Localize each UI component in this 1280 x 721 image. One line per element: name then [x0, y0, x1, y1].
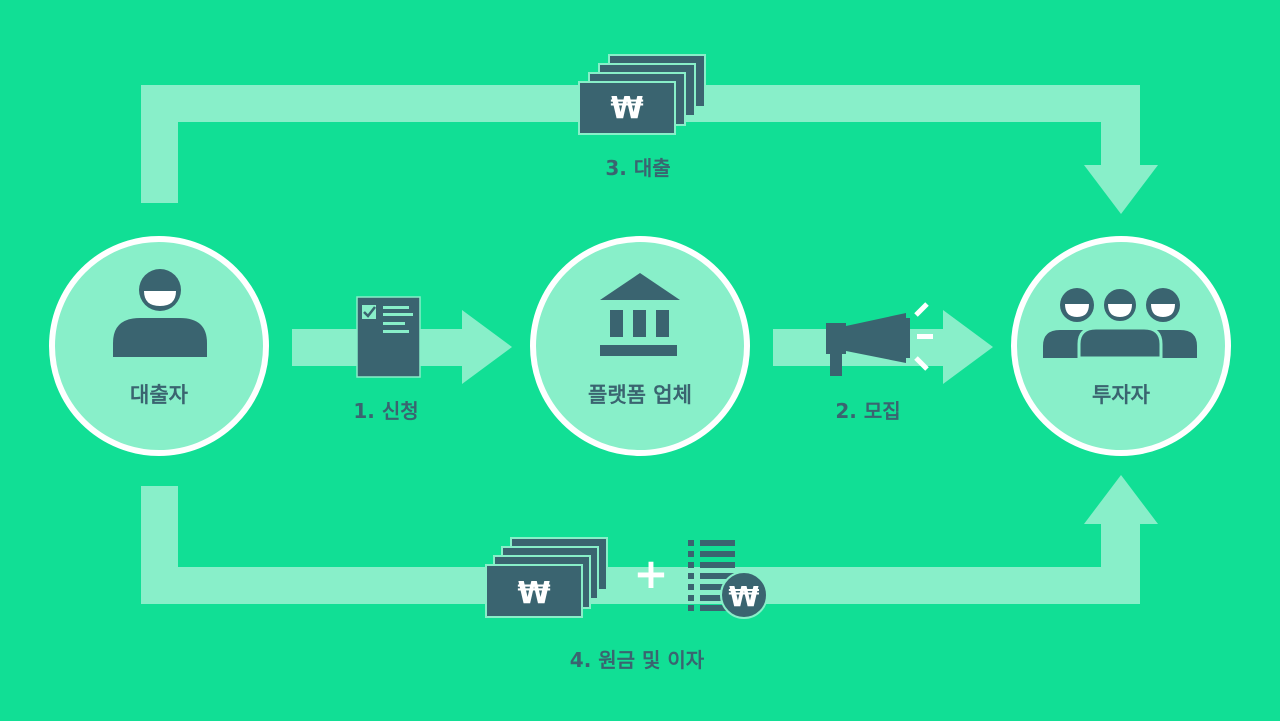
borrower-label: 대출자: [130, 383, 188, 407]
interest-ledger-icon: [688, 540, 735, 611]
group-icon: [1043, 287, 1197, 360]
coin-icon: ₩: [720, 571, 768, 619]
megaphone-icon: [826, 302, 933, 376]
step-repay-label: 4. 원금 및 이자: [569, 648, 705, 672]
application-form-icon: [356, 296, 421, 378]
investors-label: 투자자: [1092, 383, 1150, 407]
money-stack-icon: ₩: [485, 537, 608, 618]
platform-label: 플랫폼 업체: [588, 383, 692, 407]
currency-symbol: ₩: [517, 576, 550, 611]
repayment-flow-arrow: [141, 475, 1158, 604]
step-apply-label: 1. 신청: [353, 399, 419, 423]
currency-symbol: ₩: [729, 580, 760, 613]
person-icon: [113, 269, 207, 357]
step-recruit-label: 2. 모집: [835, 399, 901, 423]
money-stack-icon: ₩: [578, 54, 706, 135]
plus-icon: +: [633, 549, 668, 598]
step-loan-label: 3. 대출: [605, 156, 671, 180]
currency-symbol: ₩: [610, 91, 643, 126]
bank-icon: [600, 273, 680, 356]
